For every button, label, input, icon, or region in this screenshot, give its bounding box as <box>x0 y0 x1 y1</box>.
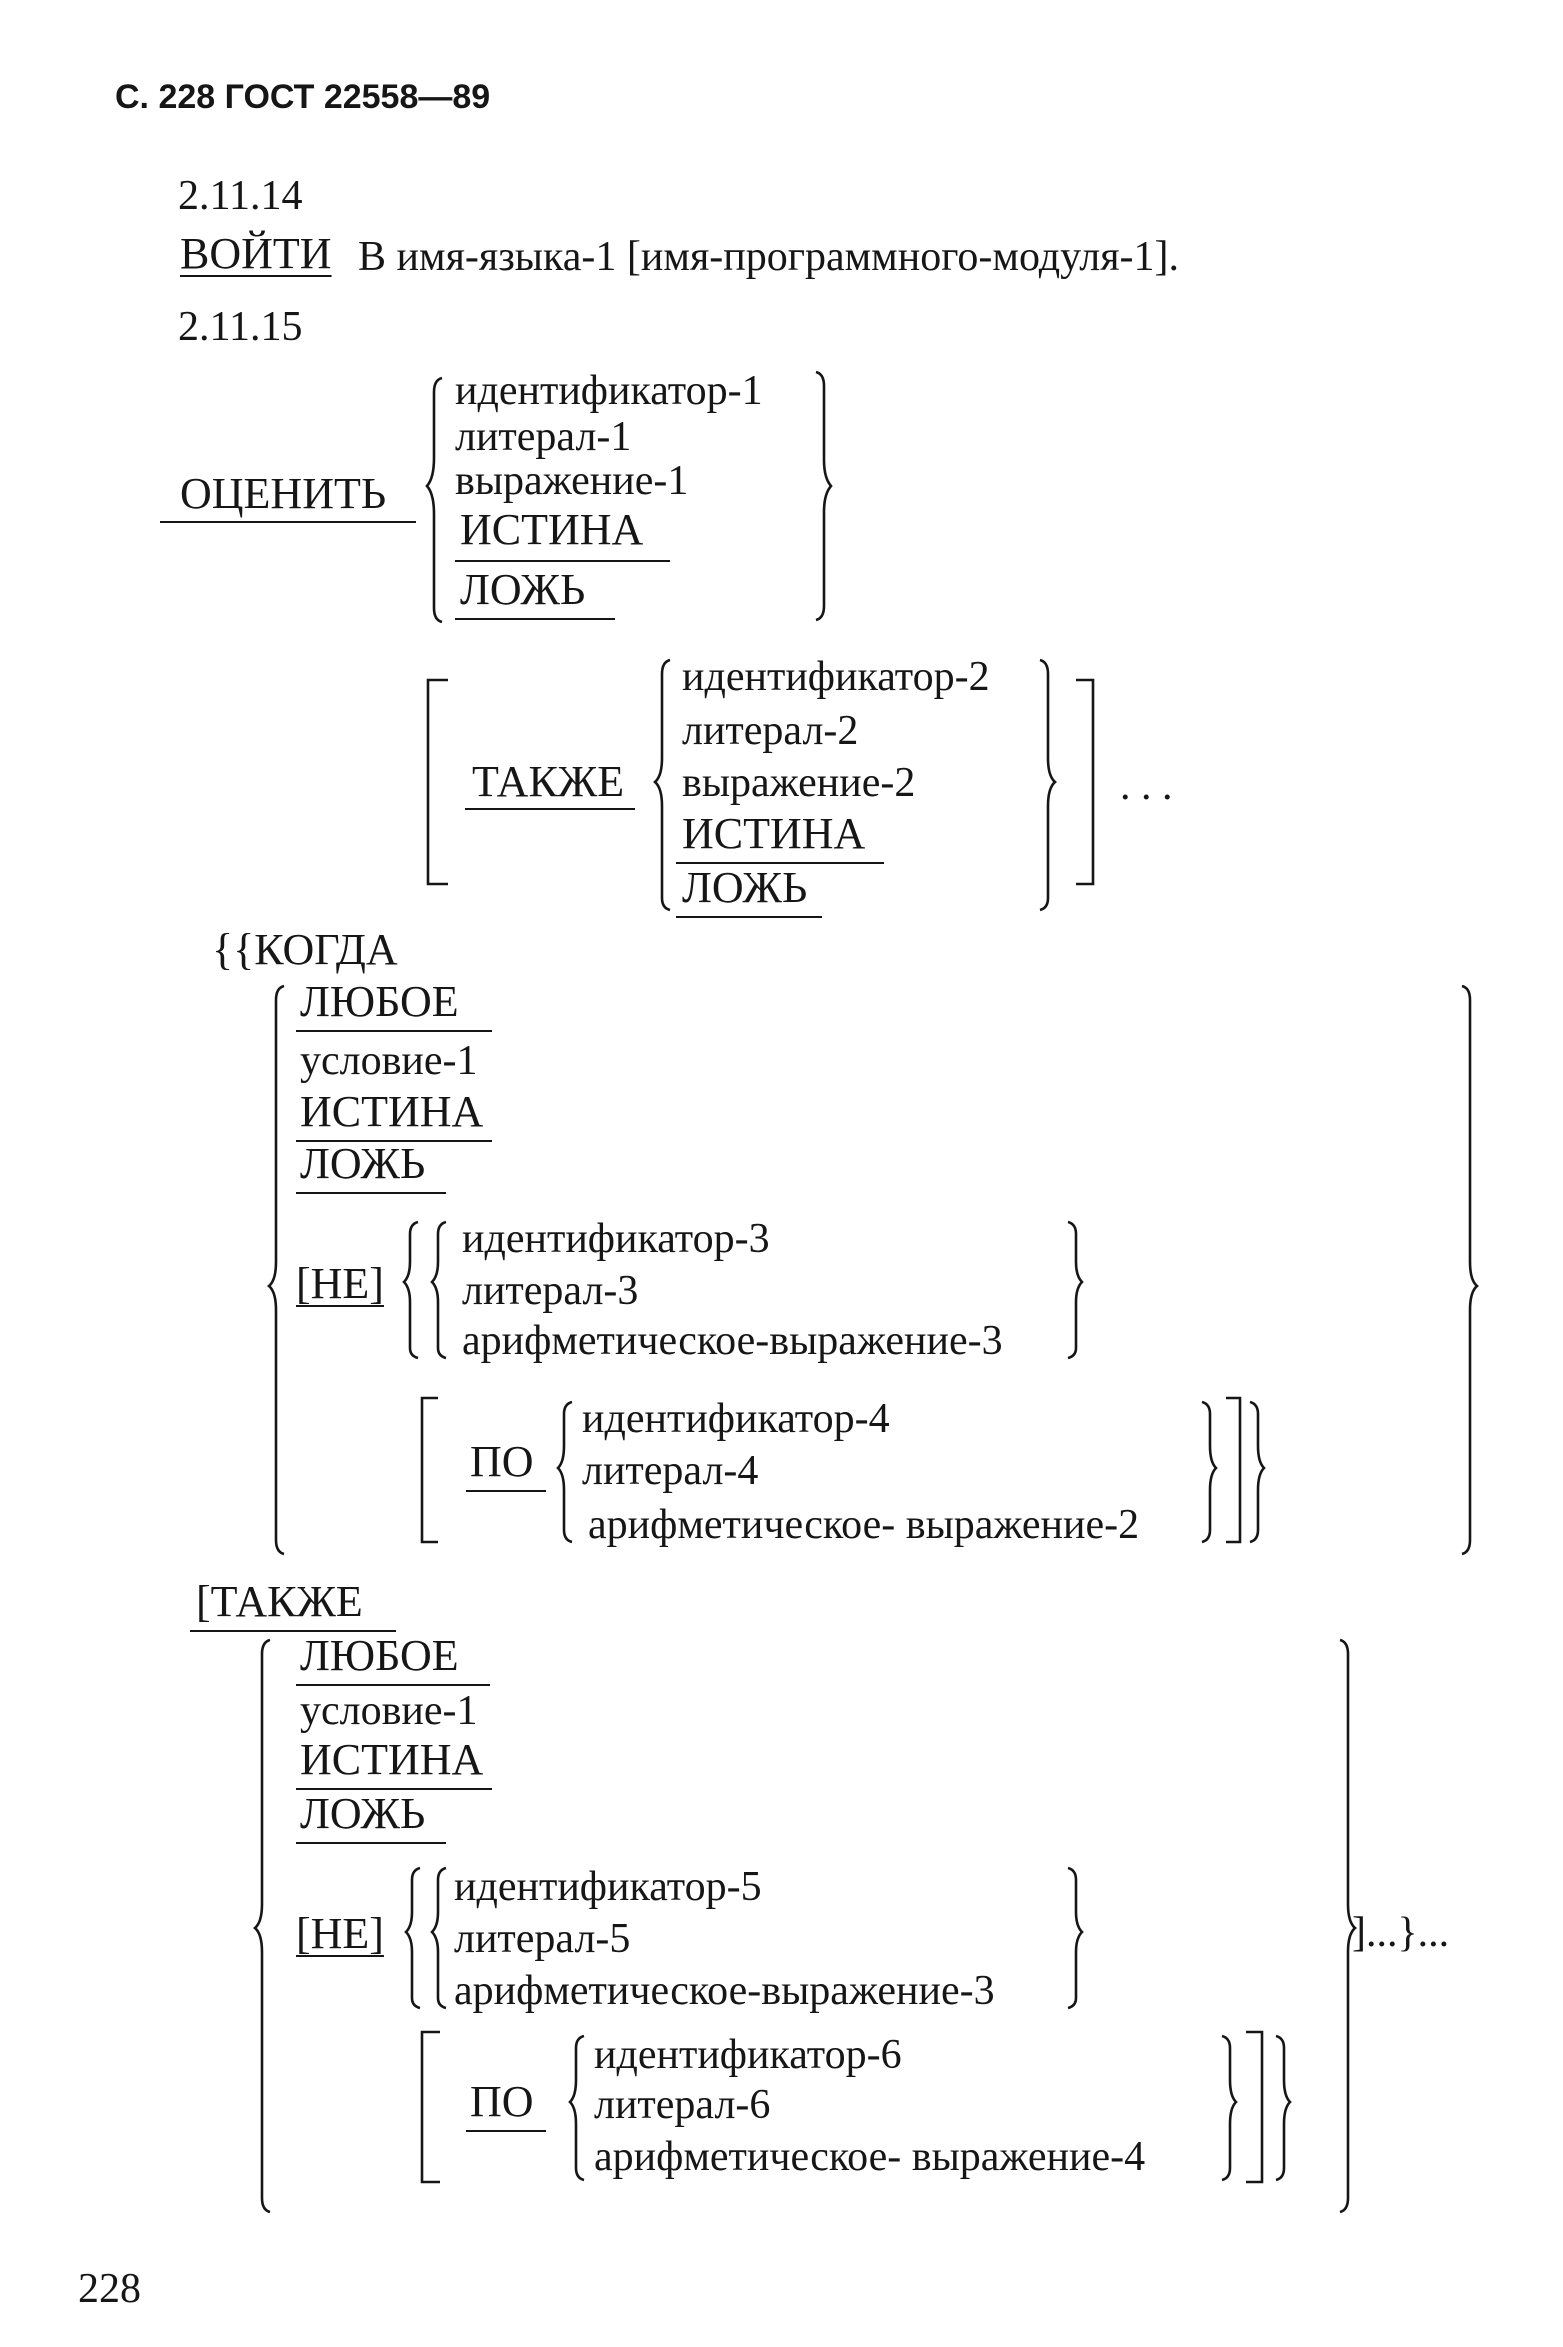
also-option-4-underline <box>676 862 884 864</box>
when-also-group-b-option-3: арифметическое- выражение-4 <box>594 2134 1146 2180</box>
also-option-5: ЛОЖЬ <box>682 863 808 912</box>
also-option-2: литерал-2 <box>682 708 859 754</box>
keyword-ocenit-underline <box>160 521 416 523</box>
when-brace-left <box>267 984 285 1556</box>
when-option-2: условие-1 <box>300 1038 478 1084</box>
subject-option-2: литерал-1 <box>455 414 632 460</box>
subject-option-5-underline <box>455 618 615 620</box>
when-option-1: ЛЮБОЕ <box>300 977 459 1026</box>
keyword-po-2-underline <box>466 2130 546 2132</box>
when-group-a-outer-brace-close <box>1249 1400 1266 1544</box>
also-brace-right <box>1039 658 1057 912</box>
when-also-option-4-underline <box>296 1842 446 1844</box>
keyword-ne-2: [НЕ] <box>296 1909 384 1958</box>
when-also-po-brace-right <box>1221 2034 1238 2182</box>
when-also-group-a-option-1: идентификатор-5 <box>454 1864 762 1910</box>
keyword-takzhe-underline <box>465 808 635 810</box>
when-group-a-option-3: арифметическое-выражение-3 <box>462 1318 1003 1364</box>
section-number-2-11-14: 2.11.14 <box>178 173 303 219</box>
when-also-option-3-underline <box>296 1788 492 1790</box>
when-also-brace-right <box>1339 1638 1357 2214</box>
keyword-ne-1: [НЕ] <box>296 1259 384 1308</box>
also-option-1: идентификатор-2 <box>682 654 990 700</box>
when-also-option-4: ЛОЖЬ <box>300 1789 426 1838</box>
when-option-4-underline <box>296 1192 446 1194</box>
when-option-3-underline <box>296 1140 492 1142</box>
when-option-3: ИСТИНА <box>300 1087 484 1136</box>
keyword-ocenit: ОЦЕНИТЬ <box>180 469 387 518</box>
keyword-kogda: {{КОГДА <box>212 925 398 974</box>
subject-option-3: выражение-1 <box>455 458 689 504</box>
when-po-square-bracket-right <box>1226 1396 1242 1544</box>
when-also-option-3: ИСТИНА <box>300 1735 484 1784</box>
when-also-group-b-option-2: литерал-6 <box>594 2082 771 2128</box>
keyword-po-2: ПО <box>470 2077 534 2126</box>
page-header: С. 228 ГОСТ 22558—89 <box>115 78 491 116</box>
when-po-brace-left <box>556 1400 573 1544</box>
subject-option-4: ИСТИНА <box>460 505 644 554</box>
when-also-group-b-option-1: идентификатор-6 <box>594 2032 902 2078</box>
when-also-group-a-outer-brace-close <box>1275 2034 1292 2182</box>
subject-option-5: ЛОЖЬ <box>460 565 586 614</box>
when-group-a-brace-inner-left <box>430 1220 447 1360</box>
when-also-po-square-bracket-left <box>420 2030 440 2184</box>
when-also-option-1-underline <box>296 1684 490 1686</box>
when-also-group-a-brace-outer-left <box>404 1866 421 2010</box>
also-option-3: выражение-2 <box>682 760 916 806</box>
when-also-group-a-brace-right <box>1067 1866 1084 2010</box>
when-also-po-square-bracket-right <box>1246 2030 1264 2184</box>
also-brace-left <box>653 658 671 912</box>
also-square-bracket-left <box>426 678 448 886</box>
closing-repeat-marks: ]...}... <box>1352 1910 1450 1956</box>
subject-option-1: идентификатор-1 <box>455 368 763 414</box>
when-also-group-a-option-3: арифметическое-выражение-3 <box>454 1968 995 2014</box>
when-also-option-2: условие-1 <box>300 1688 478 1734</box>
page-number: 228 <box>78 2266 141 2312</box>
keyword-takzhe: ТАКЖЕ <box>472 757 625 806</box>
keyword-takzhe-2-underline <box>190 1630 396 1632</box>
when-group-b-option-2: литерал-4 <box>582 1448 759 1494</box>
when-group-a-brace-right <box>1067 1220 1084 1360</box>
when-brace-right <box>1461 984 1479 1556</box>
when-po-square-bracket-left <box>420 1396 438 1544</box>
also-square-bracket-right <box>1076 678 1095 886</box>
when-group-a-option-1: идентификатор-3 <box>462 1216 770 1262</box>
when-option-1-underline <box>296 1030 492 1032</box>
also-option-5-underline <box>676 916 822 918</box>
subject-option-4-underline <box>455 560 670 562</box>
keyword-po-1: ПО <box>470 1437 534 1486</box>
when-po-brace-right <box>1201 1400 1218 1544</box>
when-group-b-option-3: арифметическое- выражение-2 <box>588 1502 1140 1548</box>
when-also-brace-left <box>253 1638 271 2214</box>
also-option-4: ИСТИНА <box>682 809 866 858</box>
when-group-b-option-1: идентификатор-4 <box>582 1396 890 1442</box>
subjects-brace-left <box>425 376 443 624</box>
when-also-option-1: ЛЮБОЕ <box>300 1631 459 1680</box>
when-option-4: ЛОЖЬ <box>300 1139 426 1188</box>
when-also-group-a-brace-inner-left <box>430 1866 447 2010</box>
section-number-2-11-15: 2.11.15 <box>178 304 303 350</box>
keyword-takzhe-2: [ТАКЖЕ <box>196 1577 363 1626</box>
subjects-brace-right <box>815 370 833 622</box>
statement-voiti-rest: В имя-языка-1 [имя-программного-модуля-1… <box>358 234 1180 280</box>
keyword-voiti: ВОЙТИ <box>180 229 332 278</box>
keyword-po-1-underline <box>466 1490 546 1492</box>
repeat-ellipsis: . . . <box>1120 763 1173 809</box>
when-group-a-brace-outer-left <box>402 1220 419 1360</box>
when-also-group-a-option-2: литерал-5 <box>454 1916 631 1962</box>
when-also-po-brace-left <box>568 2034 585 2182</box>
when-group-a-option-2: литерал-3 <box>462 1268 639 1314</box>
